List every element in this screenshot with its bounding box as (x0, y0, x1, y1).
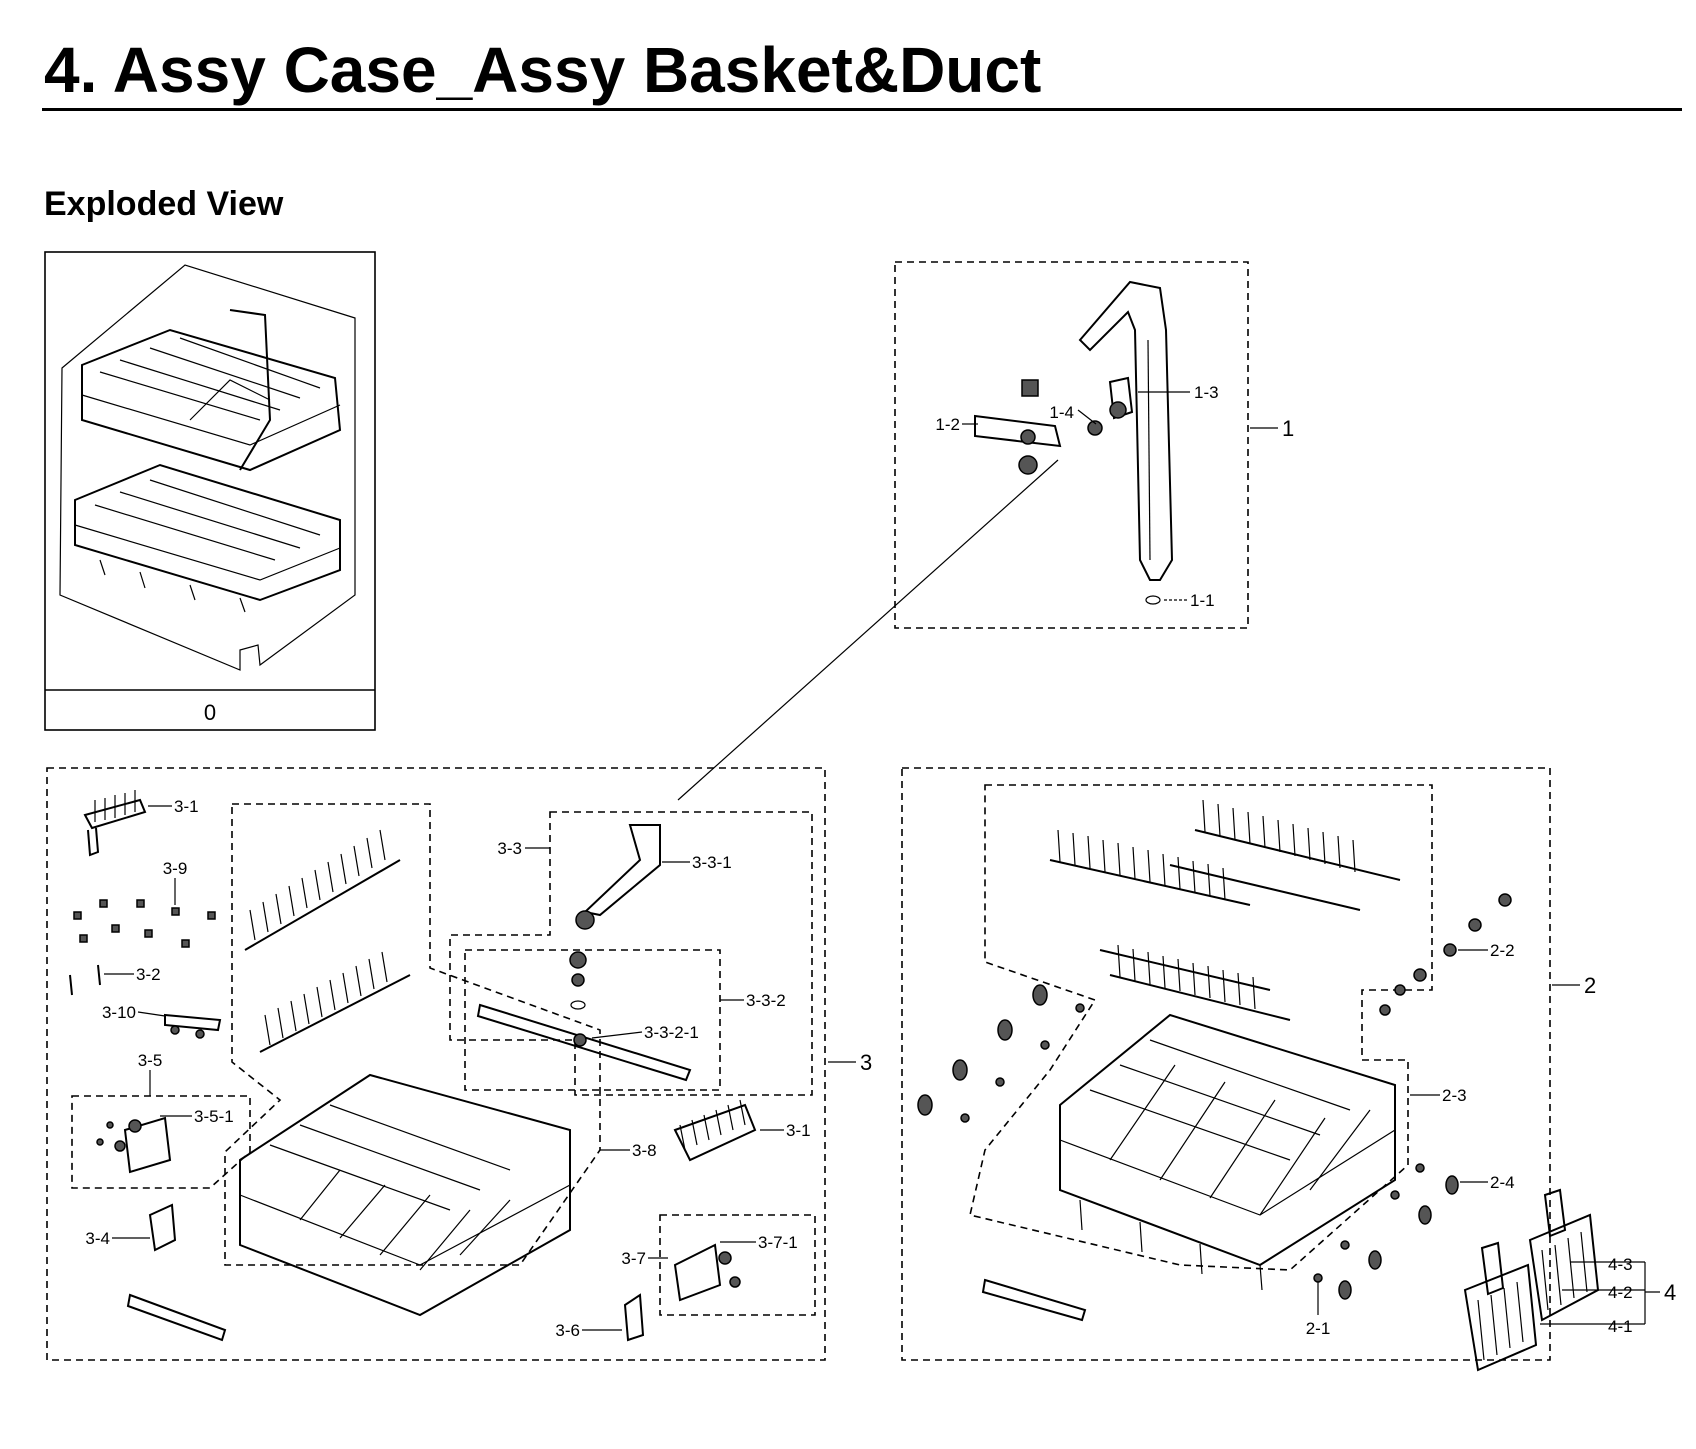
callout-1-2: 1-2 (935, 415, 960, 434)
callout-3-3-1: 3-3-1 (692, 853, 732, 872)
callout-group-4: 4 (1664, 1280, 1676, 1305)
callout-group-2: 2 (1584, 973, 1596, 998)
callout-group-3: 3 (860, 1050, 872, 1075)
callout-4-1: 4-1 (1608, 1317, 1633, 1336)
callout-3-10: 3-10 (102, 1003, 136, 1022)
callout-3-3: 3-3 (497, 839, 522, 858)
page-title: 4. Assy Case_Assy Basket&Duct (44, 34, 1042, 106)
callout-4-3: 4-3 (1608, 1255, 1633, 1274)
callout-3-9: 3-9 (163, 859, 188, 878)
callout-group-1: 1 (1282, 416, 1294, 441)
callout-2-3: 2-3 (1442, 1086, 1467, 1105)
callout-3-4: 3-4 (85, 1229, 110, 1248)
callout-1-3: 1-3 (1194, 383, 1219, 402)
group-1-duct-assembly: 1-1 1-2 1-3 1-4 1 (677, 261, 1294, 801)
callout-2-2: 2-2 (1490, 941, 1515, 960)
callout-3-2: 3-2 (136, 965, 161, 984)
callout-3-7: 3-7 (621, 1249, 646, 1268)
overview-panel: 0 (44, 251, 376, 731)
callout-3-1-right: 3-1 (786, 1121, 811, 1140)
callout-3-1-top: 3-1 (174, 797, 199, 816)
callout-3-3-2-1: 3-3-2-1 (644, 1023, 699, 1042)
overview-label: 0 (204, 700, 216, 725)
group-2-lower-rack: 2-2 2-4 2-3 2-1 2 (901, 767, 1596, 1361)
callout-3-3-2: 3-3-2 (746, 991, 786, 1010)
callout-1-4: 1-4 (1049, 403, 1074, 422)
callout-3-7-1: 3-7-1 (758, 1233, 798, 1252)
callout-2-4: 2-4 (1490, 1173, 1515, 1192)
title-underline (42, 108, 1682, 111)
callout-2-1: 2-1 (1306, 1319, 1331, 1338)
callout-3-5-1: 3-5-1 (194, 1107, 234, 1126)
callout-3-5: 3-5 (138, 1051, 163, 1070)
group-3-upper-rack: 3-1 3-9 3-2 3-10 3-5 3-5-1 3-4 (46, 767, 872, 1361)
callout-1-1: 1-1 (1190, 591, 1215, 610)
callout-4-2: 4-2 (1608, 1283, 1633, 1302)
callout-3-6: 3-6 (555, 1321, 580, 1340)
section-subtitle: Exploded View (44, 185, 284, 223)
group-4-cutlery-basket: 4-3 4-2 4-1 4 (1463, 1188, 1676, 1372)
callout-3-8: 3-8 (632, 1141, 657, 1160)
